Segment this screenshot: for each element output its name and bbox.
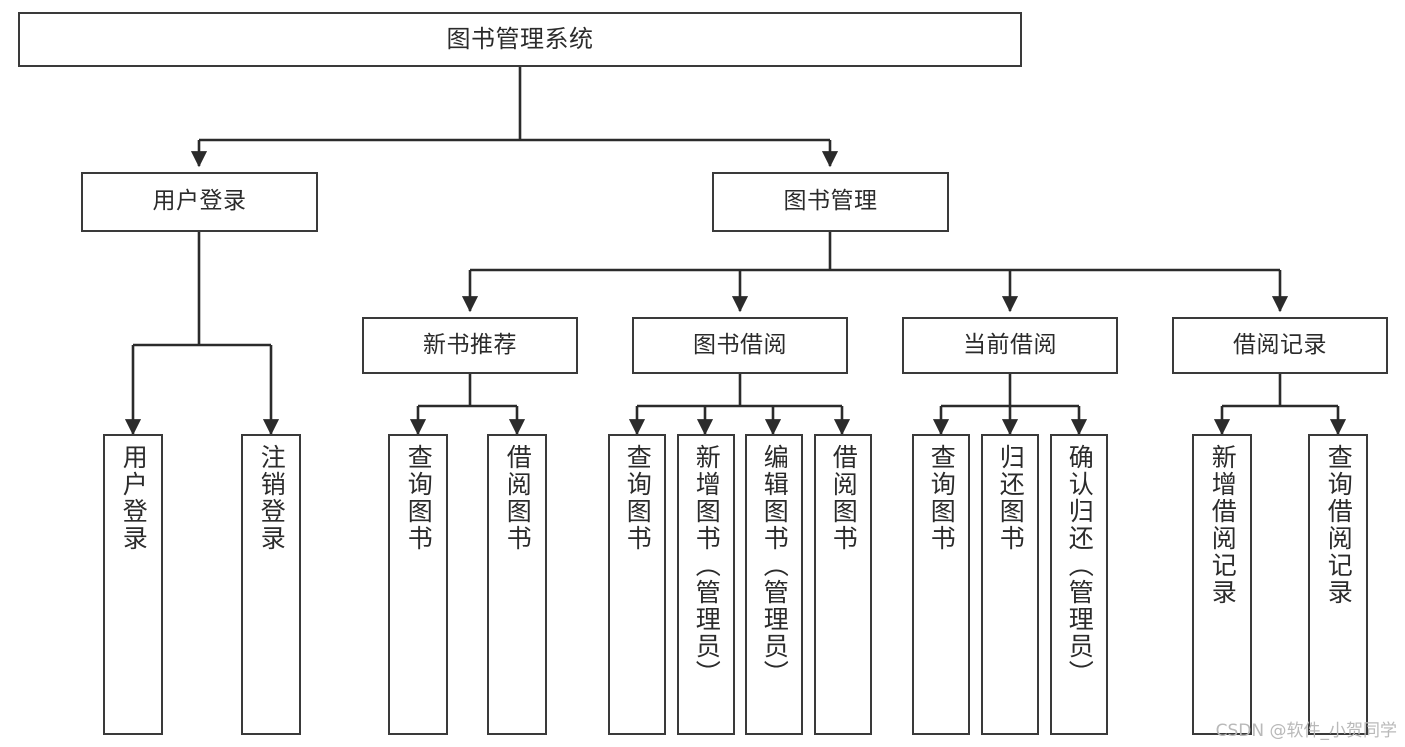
node-label: 新增借阅记录 <box>1208 444 1238 606</box>
node-label: 注销登录 <box>257 444 287 552</box>
node-root-book-management-system[interactable]: 图书管理系统 <box>18 12 1022 67</box>
node-label: 当前借阅 <box>963 331 1057 358</box>
node-label: 查询图书 <box>623 444 653 552</box>
node-book-management[interactable]: 图书管理 <box>712 172 949 232</box>
node-label: 查询图书 <box>927 444 957 552</box>
node-label: 借阅记录 <box>1233 331 1327 358</box>
node-leaf-edit-book-admin[interactable]: 编辑图书（管理员） <box>745 434 803 735</box>
node-borrow-record[interactable]: 借阅记录 <box>1172 317 1388 374</box>
node-book-borrow[interactable]: 图书借阅 <box>632 317 848 374</box>
node-label: 借阅图书 <box>503 444 533 552</box>
node-leaf-query-book-current[interactable]: 查询图书 <box>912 434 970 735</box>
node-label: 归还图书 <box>996 444 1026 552</box>
node-label: 图书管理 <box>783 188 878 215</box>
node-leaf-add-borrow-record[interactable]: 新增借阅记录 <box>1192 434 1252 735</box>
node-label: 确认归还（管理员） <box>1065 444 1095 687</box>
node-label: 借阅图书 <box>829 444 859 552</box>
node-label: 查询图书 <box>404 444 434 552</box>
node-label: 新书推荐 <box>423 331 517 358</box>
node-current-borrow[interactable]: 当前借阅 <box>902 317 1118 374</box>
node-label: 用户登录 <box>152 188 247 215</box>
node-leaf-add-book-admin[interactable]: 新增图书（管理员） <box>677 434 735 735</box>
node-label: 新增图书（管理员） <box>692 444 722 687</box>
node-leaf-borrow-book-new[interactable]: 借阅图书 <box>487 434 547 735</box>
node-leaf-borrow-book[interactable]: 借阅图书 <box>814 434 872 735</box>
node-leaf-query-borrow-record[interactable]: 查询借阅记录 <box>1308 434 1368 735</box>
node-label: 图书管理系统 <box>446 25 594 54</box>
node-leaf-confirm-return-admin[interactable]: 确认归还（管理员） <box>1050 434 1108 735</box>
node-leaf-query-book-borrow[interactable]: 查询图书 <box>608 434 666 735</box>
node-label: 图书借阅 <box>693 331 787 358</box>
node-leaf-user-login[interactable]: 用户登录 <box>103 434 163 735</box>
node-leaf-query-book-new[interactable]: 查询图书 <box>388 434 448 735</box>
node-leaf-logout[interactable]: 注销登录 <box>241 434 301 735</box>
node-label: 用户登录 <box>119 444 149 552</box>
watermark-text: CSDN @软件_小贺同学 <box>1215 721 1397 741</box>
node-label: 编辑图书（管理员） <box>760 444 790 687</box>
node-user-login[interactable]: 用户登录 <box>81 172 318 232</box>
node-label: 查询借阅记录 <box>1324 444 1354 606</box>
node-leaf-return-book[interactable]: 归还图书 <box>981 434 1039 735</box>
node-new-book-recommend[interactable]: 新书推荐 <box>362 317 578 374</box>
